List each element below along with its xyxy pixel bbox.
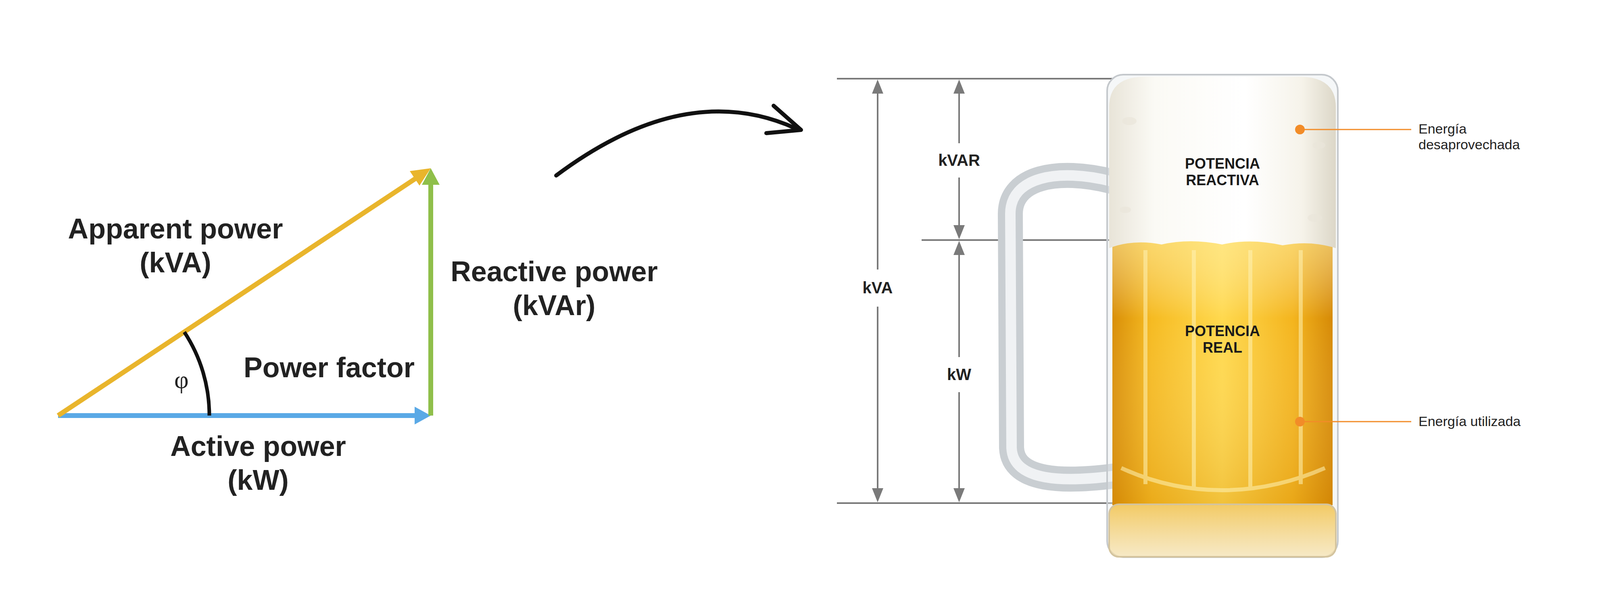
arrow-head [871, 488, 884, 503]
callout-text: Energía utilizada [1418, 413, 1588, 430]
beer-region: POTENCIA REAL [1110, 239, 1335, 503]
reactive-power-vector [428, 181, 434, 416]
beer-foam [1109, 76, 1336, 249]
beer-liquid [1112, 237, 1333, 505]
glass-facets [1121, 250, 1325, 491]
region-label: POTENCIA REACTIVA [1168, 155, 1277, 189]
active-power-vector [58, 413, 420, 418]
region-label: POTENCIA REAL [1168, 322, 1277, 356]
glass-base [1109, 504, 1336, 557]
dimension-line [958, 252, 960, 357]
glass-body [1107, 74, 1338, 557]
handle-highlight [1010, 175, 1114, 480]
dimension-label: kW [918, 365, 1000, 384]
angle-symbol: φ [161, 364, 202, 395]
power-triangle [58, 168, 440, 425]
beer-shading [1112, 237, 1333, 505]
axis-label: Apparent power (kVA) [62, 211, 289, 280]
dimension-line [876, 90, 879, 270]
arrow-head [409, 168, 431, 186]
axis-label: Active power (kW) [157, 429, 359, 497]
mug-handle [1010, 175, 1114, 480]
dimension-line [958, 177, 960, 229]
dimension-label: kVAR [918, 150, 1000, 170]
curved-arrow [556, 111, 796, 176]
arrow-head [953, 79, 965, 94]
leader-line [1299, 421, 1412, 423]
dimension-line [876, 306, 879, 491]
dimension-line [958, 90, 960, 144]
foam-region: POTENCIA REACTIVA [1110, 78, 1335, 240]
angle-label: Power factor [208, 350, 451, 385]
callouts [1295, 124, 1412, 427]
dimension-line [958, 392, 960, 491]
extension-line [836, 502, 1113, 504]
foam-bubbles [1119, 116, 1326, 222]
arrow-head [953, 240, 965, 255]
arrow-head [953, 488, 965, 503]
dimension-label: kVA [837, 278, 918, 297]
extension-line [836, 77, 1113, 80]
arrow-head [871, 79, 884, 94]
arrow-head [953, 225, 965, 240]
beer-mug [1010, 74, 1338, 557]
arrow-head [766, 105, 802, 134]
callout-text: Energía desaprovechada [1418, 120, 1540, 153]
leader-line [1299, 129, 1412, 131]
axis-label: Reactive power (kVAr) [441, 254, 668, 323]
